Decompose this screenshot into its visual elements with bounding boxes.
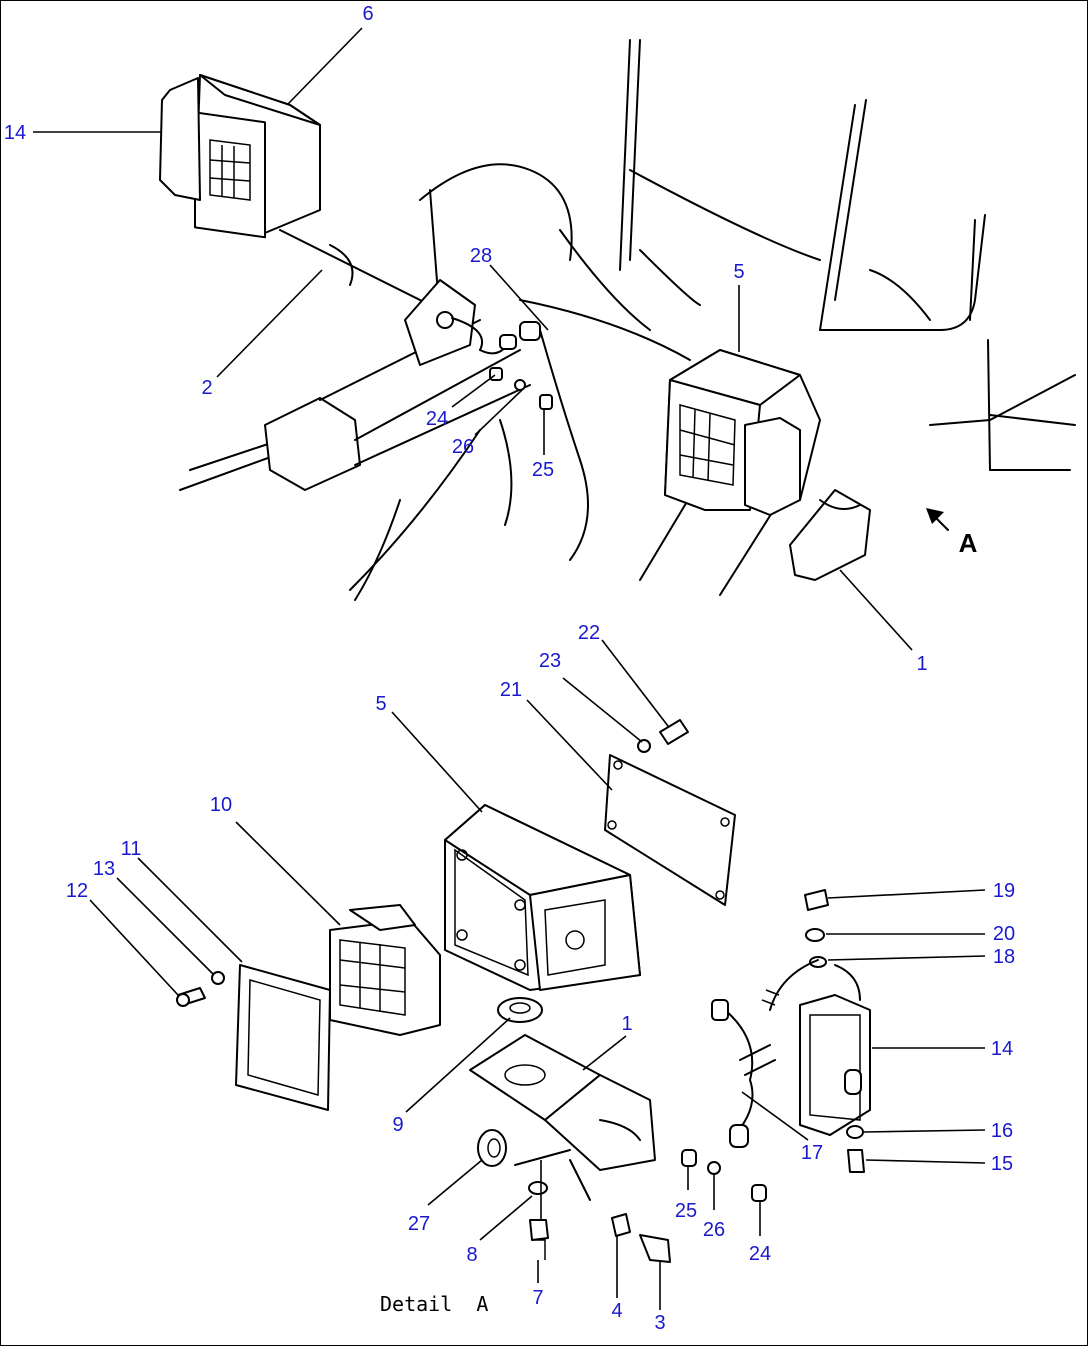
callout-7: 7 — [532, 1287, 543, 1309]
bracket-part — [469, 1034, 656, 1201]
callout-2-top: 2 — [201, 377, 212, 399]
callout-20: 20 — [993, 923, 1015, 945]
cover-screw-part — [637, 719, 689, 753]
lamp-housing-part — [444, 804, 641, 991]
callout-16: 16 — [991, 1120, 1013, 1142]
grommet-large-part — [477, 1129, 507, 1167]
lower-fastener-set — [681, 1149, 767, 1202]
view-marker-label: A — [959, 528, 978, 558]
callout-13: 13 — [93, 858, 115, 880]
callout-5-detail: 5 — [375, 693, 386, 715]
callout-21: 21 — [500, 679, 522, 701]
lamp-unit-part — [329, 904, 441, 1036]
callout-19: 19 — [993, 880, 1015, 902]
callout-26-top: 26 — [452, 436, 474, 458]
callout-25-detail: 25 — [675, 1200, 697, 1222]
callout-27: 27 — [408, 1213, 430, 1235]
callout-10: 10 — [210, 794, 232, 816]
callout-24-top: 24 — [426, 408, 448, 430]
callout-17: 17 — [801, 1142, 823, 1164]
callout-15: 15 — [991, 1153, 1013, 1175]
left-work-lamp — [159, 74, 321, 239]
callout-5-top: 5 — [733, 261, 744, 283]
callout-6-top: 6 — [362, 3, 373, 25]
callout-14-top: 14 — [4, 122, 26, 144]
screw-and-washer-part — [176, 971, 225, 1007]
leader-lines — [33, 27, 986, 1310]
arm-bracket-wiring — [404, 279, 553, 410]
callout-22: 22 — [578, 622, 600, 644]
lamp-gasket-part — [235, 964, 331, 1111]
nut-and-bolt-part — [611, 1213, 671, 1263]
callout-26-detail: 26 — [703, 1219, 725, 1241]
side-lamp-part — [799, 889, 871, 1173]
wire-harness-part — [711, 959, 861, 1148]
cover-plate-part — [604, 754, 736, 906]
callout-24-detail: 24 — [749, 1243, 771, 1265]
callout-1-top: 1 — [916, 653, 927, 675]
callout-numbers: 6 14 28 5 2 24 26 25 1 22 23 21 5 10 11 … — [4, 3, 1015, 1334]
callout-3: 3 — [654, 1312, 665, 1334]
callout-28-top: 28 — [470, 245, 492, 267]
callout-1-detail: 1 — [621, 1013, 632, 1035]
grommet-part — [497, 997, 543, 1023]
view-arrow-a — [926, 508, 949, 531]
callout-11: 11 — [121, 838, 142, 860]
callout-8: 8 — [466, 1244, 477, 1266]
right-work-lamp — [664, 349, 871, 581]
callout-12: 12 — [66, 880, 88, 902]
detail-caption: Detail A — [380, 1292, 488, 1316]
bolt-and-washer-part — [528, 1181, 549, 1260]
callout-18: 18 — [993, 946, 1015, 968]
machine-body — [179, 39, 1076, 601]
callout-25-top: 25 — [532, 459, 554, 481]
callout-9: 9 — [392, 1114, 403, 1136]
callout-14-detail: 14 — [991, 1038, 1013, 1060]
callout-4: 4 — [611, 1300, 622, 1322]
callout-23: 23 — [539, 650, 561, 672]
